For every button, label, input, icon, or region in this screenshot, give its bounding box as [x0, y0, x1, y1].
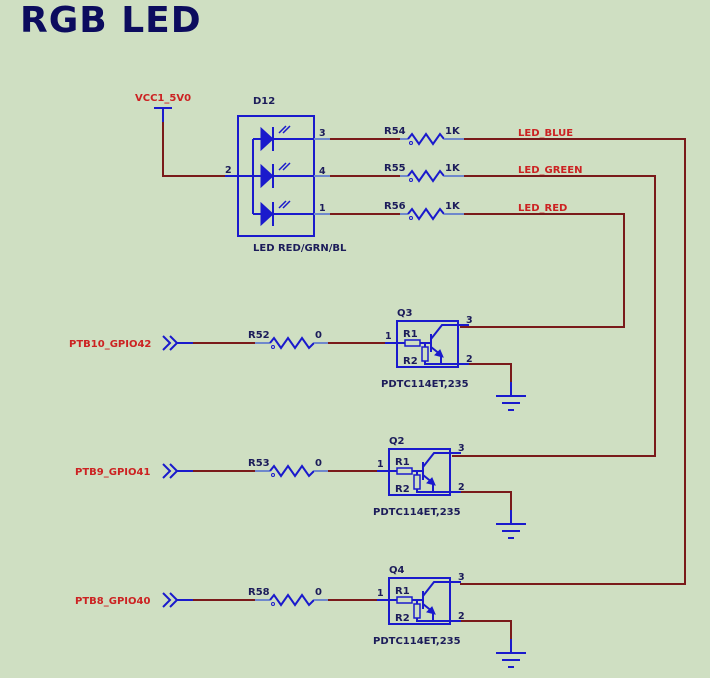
r2-label: R2 — [395, 484, 410, 495]
led-ref: D12 — [253, 96, 275, 107]
led-pin-green: 4 — [319, 166, 326, 177]
net-led-green: LED_GREEN — [518, 165, 582, 176]
port-connector-icon[interactable] — [162, 592, 193, 608]
wire-led-green — [452, 175, 656, 457]
transistor-value: PDTC114ET,235 — [381, 379, 469, 390]
res-ref-r55: R55 — [384, 163, 406, 174]
led-diode-blue — [253, 125, 314, 152]
page-title: RGB LED — [20, 0, 202, 41]
r1-resistor — [396, 596, 413, 604]
led-pin-red: 1 — [319, 203, 326, 214]
res-value: 0 — [315, 330, 322, 341]
pin-base: 1 — [377, 459, 384, 470]
wire-led-blue — [460, 138, 686, 585]
r1-resistor — [396, 467, 413, 475]
port-label: PTB10_GPIO42 — [69, 339, 151, 350]
pin-base: 1 — [377, 588, 384, 599]
ground-icon — [496, 639, 526, 668]
net-led-red: LED_RED — [518, 203, 567, 214]
r2-resistor — [421, 346, 429, 362]
led-symbol — [225, 115, 315, 237]
res-ref-r54: R54 — [384, 126, 406, 137]
vcc-wire — [162, 122, 225, 177]
port-connector-icon[interactable] — [162, 335, 193, 351]
res-value: 0 — [315, 458, 322, 469]
r2-resistor — [413, 474, 421, 490]
res-ref-r56: R56 — [384, 201, 406, 212]
resistor-symbol — [269, 464, 315, 478]
r2-label: R2 — [395, 613, 410, 624]
port-label: PTB8_GPIO40 — [75, 596, 150, 607]
power-symbol — [154, 107, 172, 122]
res-value-r54: 1K — [445, 126, 461, 137]
led-resistor-red — [330, 207, 464, 221]
pin-collector: 3 — [458, 572, 465, 583]
pin-emitter: 2 — [458, 482, 465, 493]
transistor-value: PDTC114ET,235 — [373, 507, 461, 518]
r1-label: R1 — [395, 457, 410, 468]
r2-label: R2 — [403, 356, 418, 367]
led-diode-green — [260, 162, 291, 189]
port-connector-icon[interactable] — [162, 463, 193, 479]
res-ref: R58 — [248, 587, 270, 598]
pin-collector: 3 — [458, 443, 465, 454]
power-net-label: VCC1_5V0 — [135, 93, 191, 104]
port-label: PTB9_GPIO41 — [75, 467, 150, 478]
r1-label: R1 — [395, 586, 410, 597]
resistor-symbol — [269, 593, 315, 607]
transistor-ref: Q3 — [397, 308, 413, 319]
pin-emitter: 2 — [458, 611, 465, 622]
ground-icon — [496, 510, 526, 539]
wire-led-red — [460, 213, 625, 328]
res-value-r56: 1K — [445, 201, 461, 212]
r1-label: R1 — [403, 329, 418, 340]
r1-resistor — [404, 339, 421, 347]
res-ref: R53 — [248, 458, 270, 469]
res-value-r55: 1K — [445, 163, 461, 174]
led-resistor-blue — [330, 132, 464, 146]
pin-emitter: 2 — [466, 354, 473, 365]
led-pin-blue: 3 — [319, 128, 326, 139]
ground-icon — [496, 382, 526, 411]
transistor-ref: Q2 — [389, 436, 405, 447]
net-led-blue: LED_BLUE — [518, 128, 573, 139]
transistor-value: PDTC114ET,235 — [373, 636, 461, 647]
pin-base: 1 — [385, 331, 392, 342]
r2-resistor — [413, 603, 421, 619]
led-value: LED RED/GRN/BL — [253, 243, 347, 254]
led-diode-red — [253, 200, 314, 227]
res-value: 0 — [315, 587, 322, 598]
led-common-pin: 2 — [225, 165, 232, 176]
res-ref: R52 — [248, 330, 270, 341]
transistor-ref: Q4 — [389, 565, 405, 576]
pin-collector: 3 — [466, 315, 473, 326]
resistor-symbol — [269, 336, 315, 350]
led-resistor-green — [330, 169, 464, 183]
